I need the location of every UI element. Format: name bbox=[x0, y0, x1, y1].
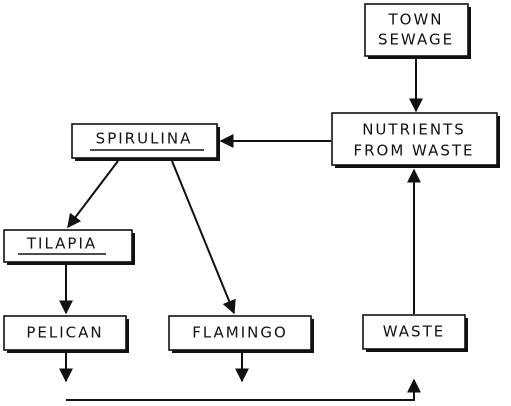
node-tilapia: TILAPIA bbox=[3, 229, 135, 265]
node-nutrients-from-waste: NUTRIENTS FROM WASTE bbox=[331, 112, 500, 168]
town-sewage-line2: SEWAGE bbox=[378, 31, 454, 49]
arrow-spirulina-to-tilapia bbox=[67, 160, 119, 229]
pelican-label: PELICAN bbox=[26, 324, 103, 342]
node-spirulina: SPIRULINA bbox=[71, 123, 220, 161]
waste-label: WASTE bbox=[383, 323, 445, 341]
node-town-sewage: TOWN SEWAGE bbox=[364, 3, 471, 59]
arrow-spirulina-to-flamingo bbox=[171, 160, 236, 315]
nutrients-line1: NUTRIENTS bbox=[362, 121, 466, 139]
town-sewage-line1: TOWN bbox=[387, 11, 443, 29]
flamingo-label: FLAMINGO bbox=[192, 324, 288, 342]
spirulina-label: SPIRULINA bbox=[96, 130, 193, 148]
node-pelican: PELICAN bbox=[3, 315, 129, 353]
nutrients-line2: FROM WASTE bbox=[353, 142, 474, 160]
tilapia-label: TILAPIA bbox=[26, 235, 97, 253]
node-flamingo: FLAMINGO bbox=[168, 315, 314, 353]
node-waste: WASTE bbox=[362, 314, 468, 352]
waste-collection-line bbox=[66, 388, 415, 401]
